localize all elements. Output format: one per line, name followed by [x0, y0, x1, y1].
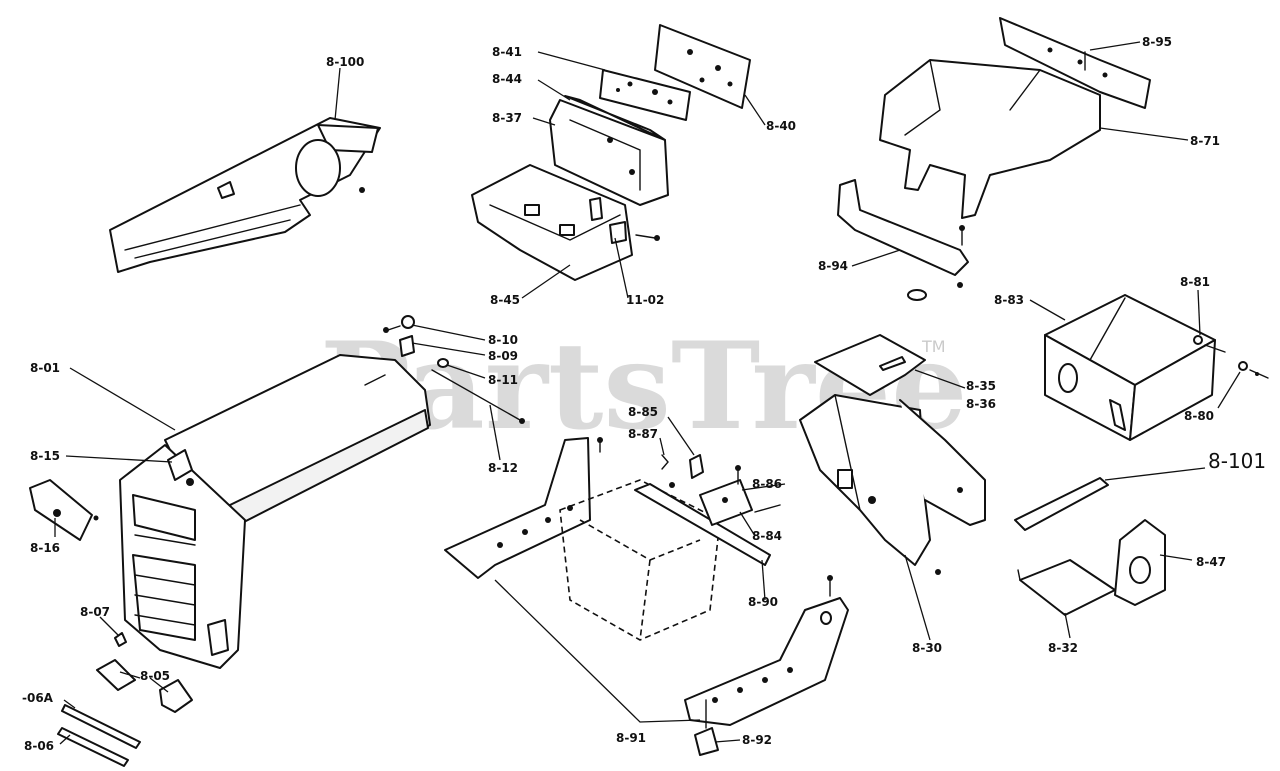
part-8-85-clip[interactable] [689, 454, 704, 479]
label-8-91: 8-91 [616, 731, 646, 745]
label-8-40: 8-40 [766, 119, 796, 133]
label-8-47: 8-47 [1196, 555, 1226, 569]
part-8-86-bolt[interactable] [735, 465, 781, 513]
label-8-71: 8-71 [1190, 134, 1220, 148]
part-8-100-dash-panel[interactable] [109, 117, 381, 273]
part-8-84-bracket[interactable] [699, 479, 753, 526]
label-8-12: 8-12 [488, 461, 518, 475]
leader-lines [54, 41, 1241, 745]
part-8-35-plate[interactable] [814, 334, 926, 396]
part-8-101-strip[interactable] [1014, 477, 1109, 531]
label-8-86: 8-86 [752, 477, 782, 491]
part-8-07-clip[interactable] [114, 632, 127, 647]
label-8-90: 8-90 [748, 595, 778, 609]
label-8-10: 8-10 [488, 333, 518, 347]
part-8-87-spring[interactable] [661, 454, 669, 470]
label-8-32: 8-32 [1048, 641, 1078, 655]
part-8-47-plate[interactable] [1114, 519, 1166, 606]
label-8-95: 8-95 [1142, 35, 1172, 49]
label-8-85: 8-85 [628, 405, 658, 419]
label-8-100: 8-100 [326, 55, 364, 69]
part-labels: 8-100 8-41 8-44 8-37 8-40 8-45 11-02 8-9… [22, 35, 1266, 753]
label-8-94: 8-94 [818, 259, 848, 273]
label-11-02: 11-02 [626, 293, 664, 307]
part-8-94-bracket[interactable] [837, 179, 969, 301]
watermark-trademark: TM [921, 337, 946, 356]
label-8-41: 8-41 [492, 45, 522, 59]
label-8-30: 8-30 [912, 641, 942, 655]
part-8-41-plate[interactable] [599, 69, 691, 121]
part-8-83-battery-box[interactable] [1044, 294, 1216, 441]
part-8-71-fender[interactable] [879, 59, 1101, 219]
part-8-05-bracket[interactable] [96, 659, 193, 713]
label-8-83: 8-83 [994, 293, 1024, 307]
label-8-81: 8-81 [1180, 275, 1210, 289]
part-8-37-housing[interactable] [549, 95, 669, 206]
part-11-02-bolt[interactable] [635, 234, 660, 241]
part-8-80-bolt[interactable] [1238, 361, 1269, 379]
part-8-09-hardware[interactable] [399, 335, 415, 357]
label-06A: -06A [22, 691, 54, 705]
part-8-30-frame[interactable] [799, 394, 986, 575]
label-8-87: 8-87 [628, 427, 658, 441]
label-8-05: 8-05 [140, 669, 170, 683]
label-8-09: 8-09 [488, 349, 518, 363]
part-8-15-emblem[interactable] [167, 449, 194, 486]
part-8-16-lens[interactable] [29, 479, 99, 541]
part-8-90-bar[interactable] [634, 483, 771, 566]
label-8-15: 8-15 [30, 449, 60, 463]
part-8-40-plate[interactable] [654, 24, 751, 109]
label-8-11: 8-11 [488, 373, 518, 387]
part-06A-pin[interactable] [61, 704, 141, 749]
part-8-91-footrest-left[interactable] [444, 437, 591, 579]
label-8-44: 8-44 [492, 72, 522, 86]
label-8-16: 8-16 [30, 541, 60, 555]
label-8-101: 8-101 [1208, 449, 1266, 473]
label-8-36: 8-36 [966, 397, 996, 411]
label-8-37: 8-37 [492, 111, 522, 125]
label-8-80: 8-80 [1184, 409, 1214, 423]
label-8-07: 8-07 [80, 605, 110, 619]
label-8-92: 8-92 [742, 733, 772, 747]
center-bolts [597, 437, 833, 597]
part-8-10-hardware[interactable] [383, 315, 415, 333]
part-8-12-rod[interactable] [431, 369, 525, 424]
part-8-81-bolt[interactable] [1193, 335, 1226, 353]
part-8-11-hardware[interactable] [437, 358, 449, 368]
part-8-06-pin[interactable] [57, 727, 129, 767]
label-8-01: 8-01 [30, 361, 60, 375]
part-center-tray-dashed [559, 479, 721, 641]
label-8-84: 8-84 [752, 529, 782, 543]
label-8-35: 8-35 [966, 379, 996, 393]
part-8-01-grille[interactable] [119, 444, 246, 669]
part-8-95-bracket[interactable] [999, 17, 1151, 109]
label-8-06: 8-06 [24, 739, 54, 753]
part-8-45-tray[interactable] [471, 164, 633, 281]
part-8-32-plate[interactable] [1017, 559, 1116, 616]
part-8-92-bolt[interactable] [694, 699, 719, 756]
part-8-91-footrest-right[interactable] [684, 597, 849, 726]
label-8-45: 8-45 [490, 293, 520, 307]
